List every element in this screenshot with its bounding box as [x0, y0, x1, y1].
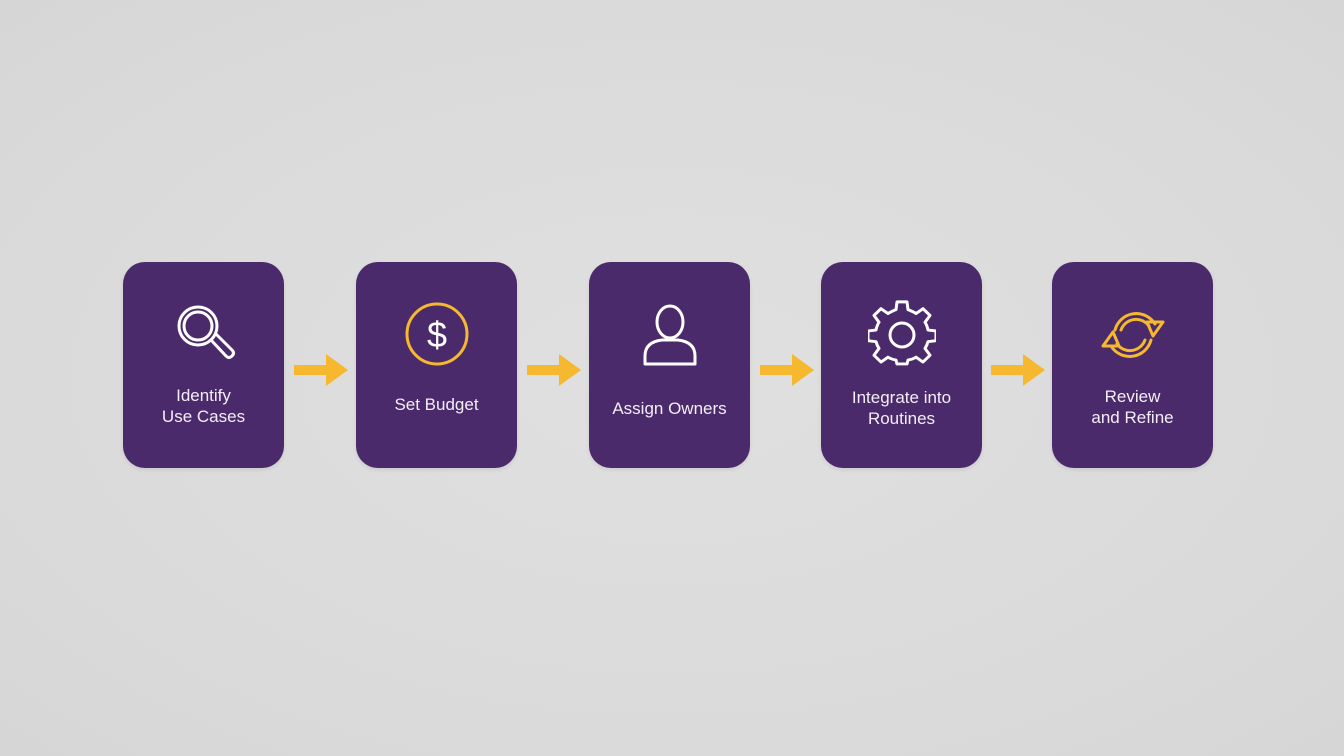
step-label: Set Budget: [356, 394, 517, 415]
arrow-right-icon: [527, 354, 581, 386]
step-label: Review and Refine: [1052, 386, 1213, 428]
step-label-line2: Routines: [867, 409, 936, 428]
step-label-line1: Integrate into: [851, 388, 952, 407]
arrow-right-icon: [294, 354, 348, 386]
step-label-line2: Use Cases: [161, 407, 246, 426]
gear-icon: [867, 300, 936, 368]
arrow-right-icon: [760, 354, 814, 386]
step-assign-owners: Assign Owners: [589, 262, 750, 468]
step-review-and-refine: Review and Refine: [1052, 262, 1213, 468]
step-label: Integrate into Routines: [821, 387, 982, 429]
step-integrate-into-routines: Integrate into Routines: [821, 262, 982, 468]
step-label-line1: Assign Owners: [612, 399, 727, 418]
step-set-budget: $ Set Budget: [356, 262, 517, 468]
refresh-cycle-icon: [1099, 300, 1167, 368]
arrow-right-icon: [991, 354, 1045, 386]
magnifying-glass-icon: [170, 300, 238, 368]
step-identify-use-cases: Identify Use Cases: [123, 262, 284, 468]
step-label: Assign Owners: [589, 398, 750, 419]
step-label-line1: Review: [1104, 387, 1161, 406]
dollar-circle-icon: $: [403, 300, 471, 368]
step-label: Identify Use Cases: [123, 385, 284, 427]
step-label-line1: Set Budget: [394, 395, 479, 414]
step-label-line2: and Refine: [1091, 408, 1174, 427]
svg-text:$: $: [426, 314, 446, 355]
step-label-line1: Identify: [176, 386, 231, 405]
person-icon: [636, 300, 704, 368]
